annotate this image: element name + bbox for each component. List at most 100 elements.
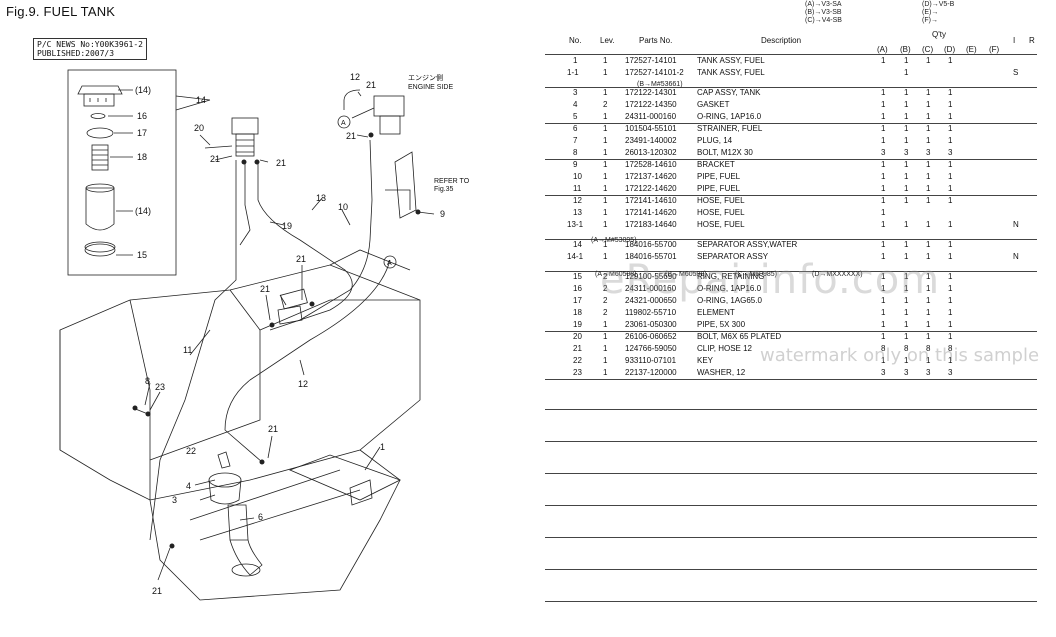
cell-qty: 1 xyxy=(904,88,909,97)
cell-part-no: 22137-120000 xyxy=(625,368,677,377)
cell-no: 15 xyxy=(573,272,582,281)
cell-no: 13 xyxy=(573,208,582,217)
header-col-d: (D) xyxy=(944,45,956,54)
cell-no: 14-1 xyxy=(567,252,584,261)
callout-12b: 12 xyxy=(298,379,308,389)
cell-qty: 1 xyxy=(948,332,953,341)
cell-lev: 1 xyxy=(603,220,608,229)
callout-14: 14 xyxy=(196,95,206,105)
cell-no: 5 xyxy=(573,112,578,121)
cell-lev: 1 xyxy=(603,184,608,193)
cell-qty: 1 xyxy=(881,56,886,65)
watermark-note: watermark only on this sample xyxy=(760,345,1040,366)
callout-20: 20 xyxy=(194,123,204,133)
cell-lev: 1 xyxy=(603,344,608,353)
cell-no: 21 xyxy=(573,344,582,353)
callout-12a: 12 xyxy=(350,72,360,82)
cell-description: SEPARATOR ASSY,WATER xyxy=(697,240,798,249)
cell-qty: 1 xyxy=(904,136,909,145)
watermark-site: eRepairinfo.com xyxy=(600,257,941,303)
note-a2: (A→M60598) xyxy=(595,271,637,278)
cell-qty: 1 xyxy=(881,252,886,261)
cell-qty: 1 xyxy=(881,112,886,121)
cell-no: 7 xyxy=(573,136,578,145)
cell-qty: 1 xyxy=(926,296,931,305)
note-c: (C→M60985) xyxy=(735,271,778,278)
cell-qty: 1 xyxy=(904,284,909,293)
cell-no: 20 xyxy=(573,332,582,341)
cell-qty: 1 xyxy=(904,196,909,205)
pc-news-box: P/C NEWS No:Y00K3961-2 PUBLISHED:2007/3 xyxy=(33,38,147,60)
cell-lev: 1 xyxy=(603,196,608,205)
note-a: (A→M#53095) xyxy=(591,237,637,244)
callout-4: 4 xyxy=(186,481,191,491)
cell-lev: 1 xyxy=(603,160,608,169)
blank-rule xyxy=(545,409,1037,410)
cell-qty: 1 xyxy=(881,88,886,97)
header-lev: Lev. xyxy=(600,36,615,45)
group-rule xyxy=(545,195,1037,196)
cell-qty: 8 xyxy=(926,344,931,353)
cell-qty: 1 xyxy=(881,184,886,193)
cell-description: PIPE, FUEL xyxy=(697,172,741,181)
cell-no: 1-1 xyxy=(567,68,579,77)
callout-10: 10 xyxy=(338,202,348,212)
cell-qty: 1 xyxy=(881,356,886,365)
cell-qty: 1 xyxy=(881,196,886,205)
cell-description: STRAINER, FUEL xyxy=(697,124,763,133)
legend-c: (C)→V4-SB xyxy=(805,17,842,24)
cell-description: CAP ASSY, TANK xyxy=(697,88,761,97)
cell-qty: 1 xyxy=(904,240,909,249)
cell-lev: 2 xyxy=(603,272,608,281)
cell-qty: 8 xyxy=(948,344,953,353)
cell-qty: 1 xyxy=(904,332,909,341)
cell-lev: 1 xyxy=(603,88,608,97)
group-rule xyxy=(545,159,1037,160)
cell-description: BOLT, M12X 30 xyxy=(697,148,753,157)
cell-lev: 2 xyxy=(603,100,608,109)
header-col-e: (E) xyxy=(966,45,977,54)
cell-description: TANK ASSY, FUEL xyxy=(697,68,765,77)
group-rule xyxy=(545,379,1037,380)
cell-description: HOSE, FUEL xyxy=(697,208,745,217)
blank-rule xyxy=(545,537,1037,538)
cell-part-no: 26013-120302 xyxy=(625,148,677,157)
cell-description: PIPE, FUEL xyxy=(697,184,741,193)
cell-part-no: 184016-55700 xyxy=(625,240,677,249)
cell-no: 3 xyxy=(573,88,578,97)
cell-lev: 2 xyxy=(603,296,608,305)
cell-no: 16 xyxy=(573,284,582,293)
cell-no: 23 xyxy=(573,368,582,377)
cell-description: O-RING, 1AP16.0 xyxy=(697,284,762,293)
cell-qty: 1 xyxy=(926,184,931,193)
callout-23: 23 xyxy=(155,382,165,392)
note-d: (D→MXXXXXX) xyxy=(812,271,863,278)
cell-part-no: 24311-000160 xyxy=(625,284,677,293)
cell-qty: 1 xyxy=(881,220,886,229)
cell-part-no: 933110-07101 xyxy=(625,356,677,365)
cell-description: PLUG, 14 xyxy=(697,136,733,145)
cell-qty: 1 xyxy=(948,124,953,133)
cell-qty: 1 xyxy=(881,208,886,217)
header-parts-no: Parts No. xyxy=(639,36,673,45)
cell-no: 1 xyxy=(573,56,578,65)
cell-lev: 1 xyxy=(603,240,608,249)
header-no: No. xyxy=(569,36,582,45)
cell-qty: 1 xyxy=(926,124,931,133)
cell-qty: 1 xyxy=(904,308,909,317)
cell-description: BOLT, M6X 65 PLATED xyxy=(697,332,782,341)
cell-lev: 1 xyxy=(603,136,608,145)
cell-qty: 1 xyxy=(904,220,909,229)
header-qty: Q'ty xyxy=(932,30,946,39)
cell-lev: 1 xyxy=(603,172,608,181)
cell-part-no: 101504-55101 xyxy=(625,124,677,133)
cell-lev: 1 xyxy=(603,368,608,377)
cell-qty: 1 xyxy=(881,332,886,341)
